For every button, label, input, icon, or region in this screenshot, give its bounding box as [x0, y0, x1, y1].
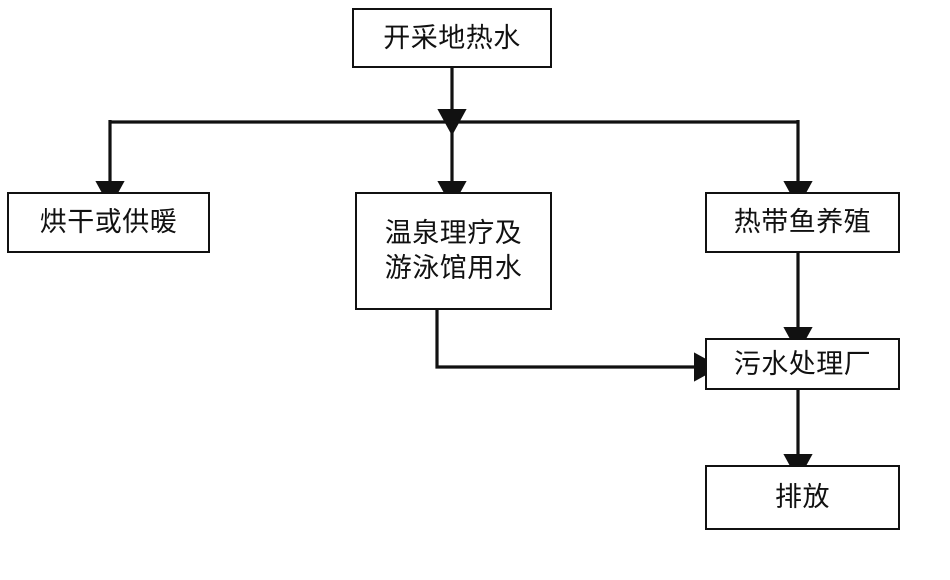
node-discharge[interactable]: 排放	[705, 465, 900, 530]
edge-spa-to-wastewater	[435, 310, 721, 382]
node-tropical-fish-farming[interactable]: 热带鱼养殖	[705, 192, 900, 253]
node-source-geothermal-extraction[interactable]: 开采地热水	[352, 8, 552, 68]
node-spa-therapy-and-swimming-pool-water[interactable]: 温泉理疗及 游泳馆用水	[355, 192, 552, 310]
node-wastewater-treatment-plant[interactable]: 污水处理厂	[705, 338, 900, 390]
node-drying-or-heating[interactable]: 烘干或供暖	[7, 192, 210, 253]
